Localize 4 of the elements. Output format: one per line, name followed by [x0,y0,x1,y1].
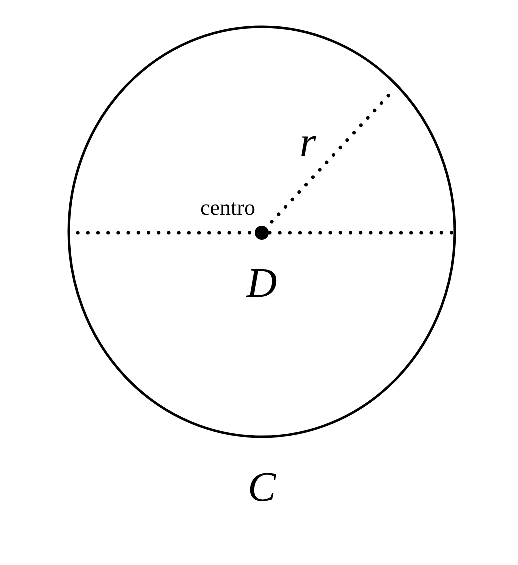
radius-label: r [300,122,316,164]
center-label: centro [200,197,256,219]
circumference-label: C [248,467,276,509]
diameter-label: D [246,263,278,305]
